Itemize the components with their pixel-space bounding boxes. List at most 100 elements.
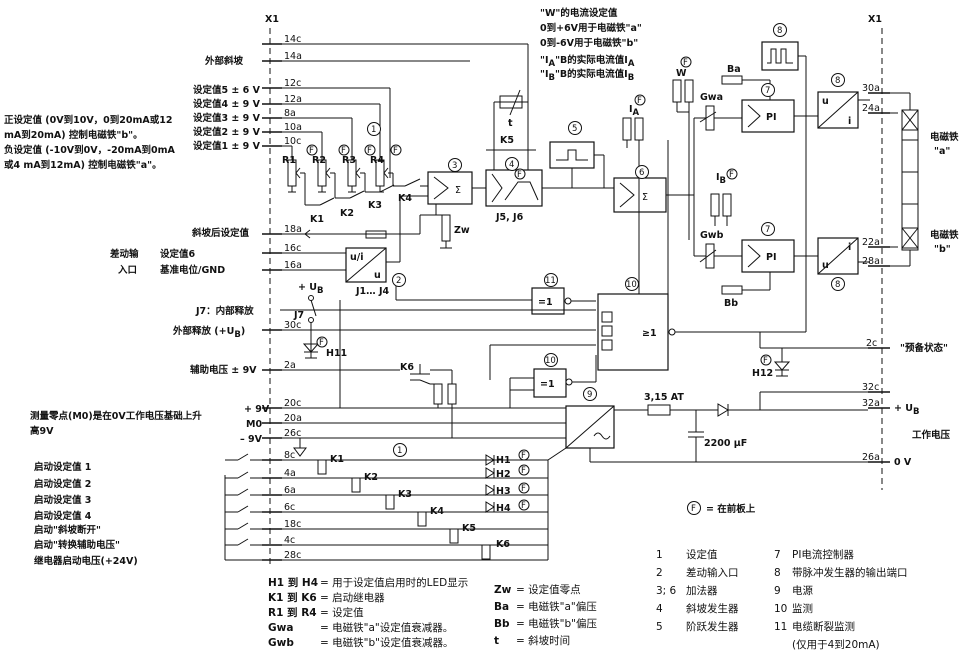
- note-ib: "IB"B的实际电流值IB: [540, 68, 634, 83]
- legend-val-9: 电源: [792, 584, 813, 597]
- right-connector-label: X1: [868, 14, 882, 25]
- label-zw: Zw: [454, 225, 470, 236]
- left-pins: 14c 14a 12c 12a 8a 10a 10c 18a 16c 16a 3…: [262, 34, 302, 561]
- legend-num-7: 7: [774, 549, 781, 561]
- summing-amplifier-6: Σ: [613, 177, 694, 213]
- legend-key-bb: Bb: [494, 618, 510, 630]
- power-rails: [270, 300, 566, 457]
- legend-val-5: 阶跃发生器: [686, 620, 739, 633]
- label-relay-k1: K1: [330, 454, 344, 465]
- pin-12c: 12c: [284, 78, 301, 89]
- label-ub-j7: + UB: [298, 282, 323, 296]
- legend-val-r: = 设定值: [320, 606, 364, 619]
- label-start-4: 启动设定值 4: [34, 510, 92, 522]
- legend-num-10: 10: [774, 603, 787, 615]
- pin-6a: 6a: [284, 485, 296, 496]
- f-marker-h12: F: [763, 356, 768, 366]
- legend-num-1: 1 设定值 2 差动输入口 3; 6 加法器 4 斜坡发生器 5 阶跃发生器: [656, 548, 739, 633]
- label-minus9: – 9V: [240, 434, 263, 445]
- label-setpoint1: 设定值1 ± 9 V: [193, 140, 261, 152]
- legend-val-h: = 用于设定值启用时的LED显示: [320, 576, 468, 589]
- pin-4c: 4c: [284, 535, 295, 546]
- label-h1: H1: [496, 455, 511, 466]
- legend-num-4: 4: [656, 603, 663, 615]
- monitor-10: =1: [509, 368, 573, 408]
- label-w: W: [676, 68, 687, 79]
- label-start-ramp-off: 启动"斜坡断开": [34, 524, 101, 536]
- label-diff-input-1: 差动输: [110, 248, 139, 260]
- label-plus9: + 9V: [244, 404, 270, 415]
- label-relay-k6: K6: [496, 539, 510, 550]
- f-marker-h3: F: [521, 484, 526, 494]
- release-circuit: + UB J7 H11: [293, 282, 347, 359]
- label-relay-k4: K4: [430, 506, 444, 517]
- out-b-u: u: [822, 260, 829, 271]
- marker-8-pulse: 8: [777, 26, 782, 36]
- legend-num-2: 7 PI电流控制器 8 带脉冲发生器的输出端口 9 电源 10 监测 11 电缆…: [774, 548, 908, 651]
- label-h3: H3: [496, 486, 511, 497]
- label-h11: H11: [326, 348, 347, 359]
- legend-key-zw: Zw: [494, 584, 512, 596]
- marker-9: 9: [587, 390, 592, 400]
- label-k3: K3: [368, 200, 382, 211]
- legend-num-36: 3; 6: [656, 585, 677, 597]
- label-after-ramp: 斜坡后设定值: [191, 227, 250, 239]
- marker-8b: 8: [835, 280, 840, 290]
- pin-16c: 16c: [284, 243, 301, 254]
- legend-val-36: 加法器: [686, 584, 718, 597]
- f-marker-t: F: [517, 170, 522, 180]
- f-marker-h4: F: [521, 501, 526, 511]
- note-w-line2: 0到+6V用于电磁铁"a": [540, 22, 642, 34]
- legend-val-4: 斜坡发生器: [686, 602, 739, 615]
- legend-val-k: = 启动继电器: [320, 591, 385, 604]
- pin-8c: 8c: [284, 450, 295, 461]
- label-measure-zero-1: 测量零点(M0)是在0V工作电压基础上升: [30, 410, 202, 422]
- label-magnet-a: 电磁铁: [930, 131, 959, 143]
- legend-key-k: K1 到 K6: [268, 591, 317, 604]
- marker-7a: 7: [765, 86, 770, 96]
- legend-num-5: 5: [656, 621, 663, 633]
- note-left-4: 或4 mA到12mA) 控制电磁铁"a"。: [4, 159, 162, 171]
- label-relay-k2: K2: [364, 472, 378, 483]
- pulse-generator-8: [761, 41, 807, 310]
- legend-val-10: 监测: [792, 602, 813, 615]
- label-r3: R3: [342, 155, 356, 166]
- label-setpoint3: 设定值3 ± 9 V: [193, 112, 261, 124]
- legend-val-7: PI电流控制器: [792, 548, 854, 561]
- marker-1b: 1: [397, 446, 402, 456]
- ramp-generator-4: J5, J6 t K5: [270, 43, 614, 223]
- sigma-6: Σ: [642, 192, 648, 203]
- label-gwa: Gwa: [700, 92, 723, 103]
- label-r1: R1: [282, 155, 296, 166]
- label-magnet-a2: "a": [934, 146, 950, 157]
- h12-led: H12: [752, 348, 791, 379]
- pin-2c: 2c: [866, 338, 877, 349]
- magnets: [890, 92, 919, 267]
- differential-input-2: u/i u J1… J4: [270, 195, 428, 297]
- start-switches: [224, 453, 262, 561]
- f-marker-legend: F: [691, 504, 696, 514]
- label-k1: K1: [310, 214, 324, 225]
- label-aux-voltage: 辅助电压 ± 9V: [190, 364, 257, 376]
- pin-10a: 10a: [284, 122, 302, 133]
- pin-14c: 14c: [284, 34, 301, 45]
- legend-val-gwb: = 电磁铁"b"设定值衰减器。: [320, 636, 453, 649]
- legend-num-11: 11: [774, 621, 787, 633]
- pin-20c: 20c: [284, 398, 301, 409]
- label-zero-v: 0 V: [894, 457, 912, 468]
- sigma-3: Σ: [455, 185, 461, 196]
- output-stage-b: u i: [817, 237, 870, 275]
- label-j5j6: J5, J6: [495, 212, 524, 223]
- eq1-10: =1: [540, 379, 555, 390]
- out-b-i: i: [848, 242, 851, 253]
- front-panel-markers: F F F F F F F F F F F F F F F = 在前板上: [306, 56, 772, 515]
- label-k6-top: K6: [400, 362, 414, 373]
- legend-key-gwa: Gwa: [268, 622, 293, 634]
- setpoint-potentiometers: R1 R2 R3 R4 K1 K2 K3 K4: [270, 87, 428, 225]
- legend-left: H1 到 H4 = 用于设定值启用时的LED显示 K1 到 K6 = 启动继电器…: [268, 576, 468, 649]
- label-bb: Bb: [724, 298, 738, 309]
- top-notes: "W"的电流设定值 0到+6V用于电磁铁"a" 0到-6V用于电磁铁"b" "I…: [540, 7, 642, 83]
- pin-22a: 22a: [862, 237, 880, 248]
- note-left-3: 负设定值 (-10V到0V，-20mA到0mA: [4, 144, 176, 156]
